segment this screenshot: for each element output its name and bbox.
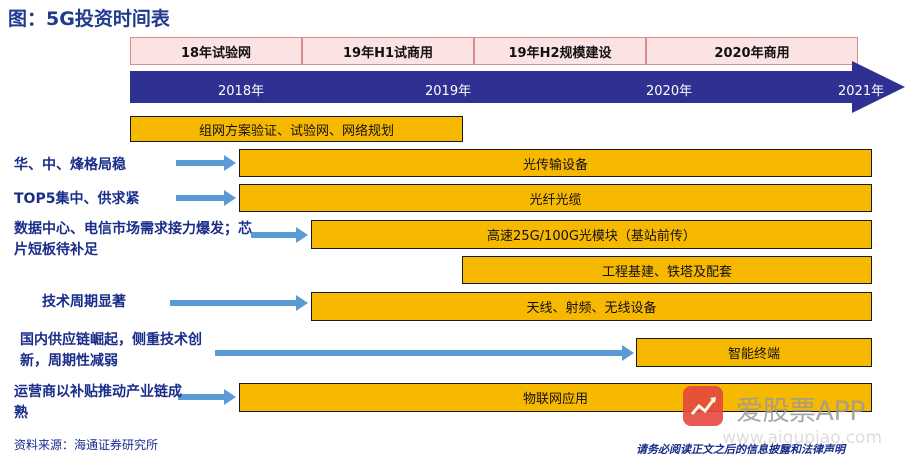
year-2018-label: 2018年 — [218, 84, 265, 99]
watermark-text: 爱股票APP — [736, 396, 866, 427]
driver-domestic-supply-chain: 国内供应链崛起，侧重技术创新，周期性减弱 — [20, 332, 202, 369]
year-2019-label: 2019年 — [425, 84, 472, 99]
watermark-url: www.aigupiao.com — [722, 428, 883, 448]
bar-optical-fiber: 光纤光缆 — [239, 184, 872, 212]
source-note: 资料来源：海通证券研究所 — [14, 438, 159, 452]
bar-smart-terminal: 智能终端 — [636, 338, 872, 367]
page-title: 图：5G投资时间表 — [8, 8, 170, 30]
bar-iot-application: 物联网应用 — [239, 383, 872, 412]
bar-antenna-rf: 天线、射频、无线设备 — [311, 292, 872, 321]
watermark-logo-icon — [683, 386, 723, 426]
driver-datacenter-demand: 数据中心、电信市场需求接力爆发；芯片短板待补足 — [14, 221, 252, 258]
bar-optical-module: 高速25G/100G光模块（基站前传） — [311, 220, 872, 249]
driver-operator-subsidy: 运营商以补贴推动产业链成熟 — [14, 384, 182, 421]
phase-trial-network: 18年试验网 — [130, 37, 302, 65]
driver-tech-cycle: 技术周期显著 — [42, 294, 126, 310]
phase-scale-construction: 19年H2规模建设 — [474, 37, 646, 65]
phase-commercial: 2020年商用 — [646, 37, 858, 65]
driver-top5-concentration: TOP5集中、供求紧 — [14, 191, 140, 207]
bar-infrastructure: 工程基建、铁塔及配套 — [462, 256, 872, 284]
bar-network-planning: 组网方案验证、试验网、网络规划 — [130, 116, 463, 142]
year-2020-label: 2020年 — [646, 84, 693, 99]
disclaimer-note: 请务必阅读正文之后的信息披露和法律声明 — [636, 443, 845, 456]
driver-stable-pattern: 华、中、烽格局稳 — [14, 157, 126, 173]
year-2021-label: 2021年 — [838, 84, 885, 99]
phase-trial-commercial: 19年H1试商用 — [302, 37, 474, 65]
bar-optical-transmission: 光传输设备 — [239, 149, 872, 177]
